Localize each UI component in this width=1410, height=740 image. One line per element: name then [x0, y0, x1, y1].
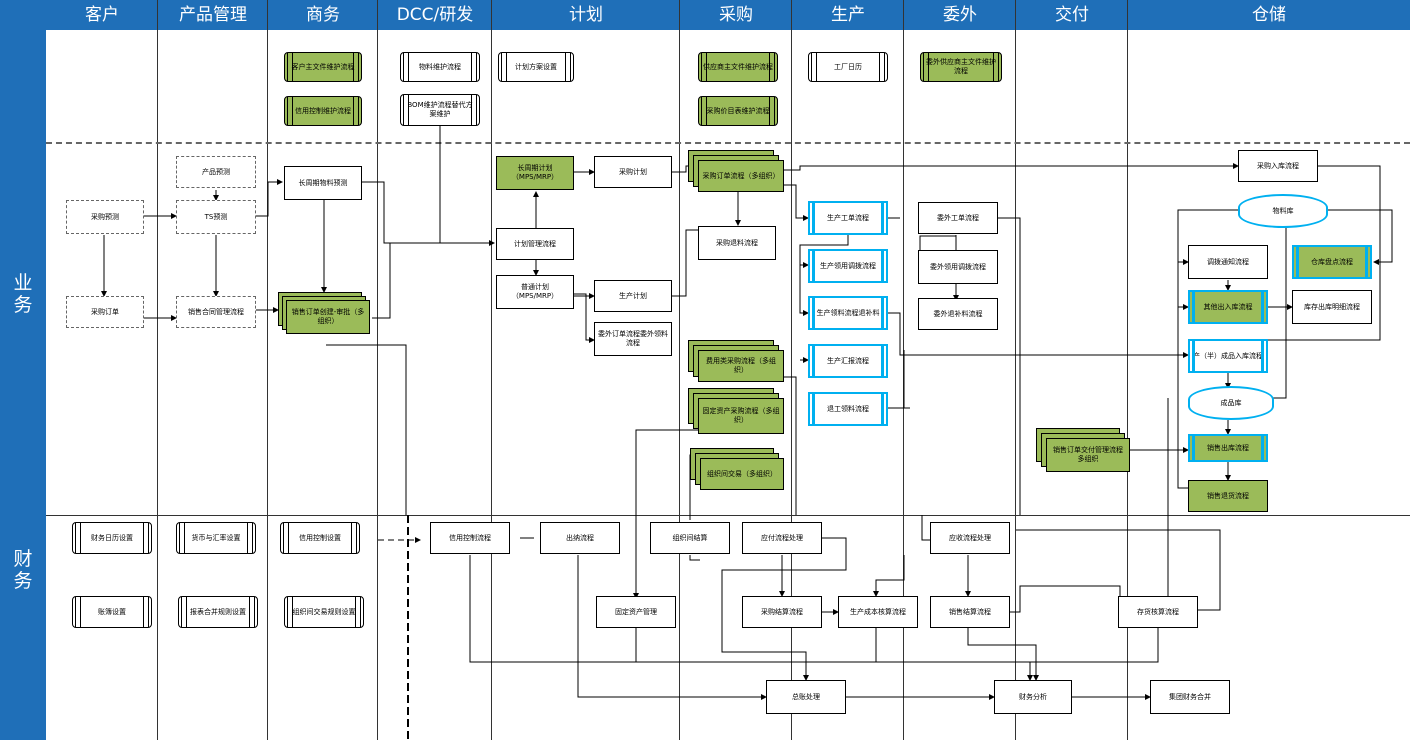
stock-outbound-detail-process[interactable]: 库存出库明细流程	[1292, 290, 1372, 324]
sales-settlement-process[interactable]: 销售结算流程	[930, 596, 1010, 628]
lane-header-bar	[0, 0, 1410, 30]
expense-purchase-process[interactable]: 费用类采购流程（多组织）	[698, 350, 784, 382]
bom-maint-process[interactable]: BOM维护流程替代方案维护	[400, 94, 480, 126]
inventory-accounting-process[interactable]: 存货核算流程	[1118, 596, 1198, 628]
production-report-process[interactable]: 生产汇报流程	[808, 344, 888, 378]
fixed-asset-management[interactable]: 固定资产管理	[596, 596, 676, 628]
sales-order-review-stack: 销售订单创建-审批（多组织）	[278, 292, 372, 336]
production-cost-accounting[interactable]: 生产成本核算流程	[838, 596, 918, 628]
credit-control-setup[interactable]: 信用控制设置	[280, 522, 360, 554]
production-return-process[interactable]: 生产领料流程退补料	[808, 296, 888, 330]
section-finance-label: 财 务	[13, 548, 33, 592]
inter-org-rules-setup[interactable]: 组织间交易规则设置	[284, 596, 364, 628]
section-side-bar	[0, 30, 46, 740]
inter-org-trade-stack: 组织间交易（多组织）	[690, 448, 786, 490]
customer-master-process[interactable]: 客户主文件维护流程	[284, 52, 362, 82]
currency-rate-setup[interactable]: 货币与汇率设置	[176, 522, 256, 554]
other-in-out-process[interactable]: 其他出入库流程	[1188, 290, 1268, 324]
group-consolidation[interactable]: 集团财务合并	[1150, 680, 1230, 714]
cashier-process[interactable]: 出纳流程	[540, 522, 620, 554]
financial-analysis[interactable]: 财务分析	[994, 680, 1072, 714]
purchase-settlement-process[interactable]: 采购结算流程	[742, 596, 822, 628]
sales-delivery-mgmt-process[interactable]: 销售订单交付管理流程多组织	[1046, 438, 1130, 472]
lane-warehouse: 仓储	[1252, 5, 1286, 25]
plan-management-process[interactable]: 计划管理流程	[496, 228, 574, 260]
section-business-label: 业 务	[13, 272, 33, 316]
fixed-asset-purchase-process[interactable]: 固定资产采购流程（多组织）	[698, 398, 784, 434]
purchase-order-process[interactable]: 采购订单流程（多组织）	[698, 160, 784, 192]
customer-purchase-order[interactable]: 采购订单	[66, 296, 144, 328]
lane-divider	[377, 0, 378, 740]
credit-control-process[interactable]: 信用控制流程	[430, 522, 510, 554]
plan-config-process[interactable]: 计划方案设置	[498, 52, 574, 82]
receivable-process[interactable]: 应收流程处理	[930, 522, 1010, 554]
lane-production: 生产	[831, 5, 865, 25]
lane-divider	[157, 0, 158, 740]
raw-material-store[interactable]: 物料库	[1238, 194, 1328, 228]
material-maint-process[interactable]: 物料维护流程	[400, 52, 480, 82]
master-data-divider	[46, 142, 1410, 144]
long-cycle-material-forecast[interactable]: 长周期物料预测	[284, 166, 362, 200]
vendor-master-process[interactable]: 供应商主文件维护流程	[698, 52, 778, 82]
lane-planning: 计划	[569, 5, 603, 25]
normal-plan[interactable]: 普通计划（MPS/MRP）	[496, 275, 574, 309]
ledger-setup[interactable]: 账簿设置	[72, 596, 152, 628]
po-process-stack: 采购订单流程（多组织）	[688, 150, 786, 192]
inter-org-trade-process[interactable]: 组织间交易（多组织）	[700, 458, 784, 490]
lane-outsourcing: 委外	[943, 5, 977, 25]
sales-outbound-process[interactable]: 销售出库流程	[1188, 434, 1268, 462]
lane-divider	[791, 0, 792, 740]
payable-process[interactable]: 应付流程处理	[742, 522, 822, 554]
credit-control-maint-process[interactable]: 信用控制维护流程	[284, 96, 362, 126]
lane-divider	[267, 0, 268, 740]
product-forecast[interactable]: 产品预测	[176, 156, 256, 188]
lane-divider	[679, 0, 680, 740]
factory-calendar-process[interactable]: 工厂日历	[808, 52, 888, 82]
rework-return-process[interactable]: 退工领料流程	[808, 392, 888, 426]
finished-goods-store[interactable]: 成品库	[1188, 386, 1274, 420]
outsource-return-process[interactable]: 委外退补料流程	[918, 298, 998, 330]
lane-delivery: 交付	[1055, 5, 1089, 25]
fixed-asset-purchase-stack: 固定资产采购流程（多组织）	[688, 388, 786, 434]
production-plan[interactable]: 生产计划	[594, 280, 672, 312]
sales-order-review-process[interactable]: 销售订单创建-审批（多组织）	[286, 300, 370, 334]
transfer-notice-process[interactable]: 调拨通知流程	[1188, 245, 1268, 279]
outsource-order-plan[interactable]: 委外订单流程委外领料流程	[594, 322, 672, 356]
section-divider	[46, 515, 1410, 516]
purchase-plan[interactable]: 采购计划	[594, 156, 672, 188]
sales-delivery-stack: 销售订单交付管理流程多组织	[1036, 428, 1130, 472]
outsource-work-order-process[interactable]: 委外工单流程	[918, 202, 998, 234]
sales-return-process[interactable]: 销售退货流程	[1188, 480, 1268, 512]
sales-contract-process[interactable]: 销售合同管理流程	[176, 296, 256, 328]
lane-dcc-rd: DCC/研发	[396, 5, 474, 25]
outsource-vendor-master-process[interactable]: 委外供应商主文件维护流程	[920, 52, 1002, 82]
purchase-return-process[interactable]: 采购退料流程	[698, 226, 776, 260]
purchase-receipt-process[interactable]: 采购入库流程	[1238, 150, 1318, 182]
production-issue-adjust-process[interactable]: 生产领用调拨流程	[808, 249, 888, 283]
procurement-forecast[interactable]: 采购预测	[66, 200, 144, 234]
inventory-check-process[interactable]: 仓库盘点流程	[1292, 245, 1372, 279]
lane-purchasing: 采购	[719, 5, 753, 25]
fiscal-calendar-setup[interactable]: 财务日历设置	[72, 522, 152, 554]
lane-divider	[491, 0, 492, 740]
outsource-issue-process[interactable]: 委外领用调拨流程	[918, 250, 998, 284]
consolidation-rules-setup[interactable]: 报表合并规则设置	[178, 596, 258, 628]
general-ledger-process[interactable]: 总账处理	[766, 680, 846, 714]
long-cycle-plan[interactable]: 长周期计划（MPS/MRP）	[496, 156, 574, 190]
lane-product-mgmt: 产品管理	[179, 5, 247, 25]
expense-purchase-stack: 费用类采购流程（多组织）	[688, 340, 786, 382]
lane-divider	[1015, 0, 1016, 740]
lane-customer: 客户	[85, 5, 119, 25]
finished-goods-receipt-process[interactable]: 产（半）成品入库流程	[1188, 339, 1268, 373]
inter-org-settlement[interactable]: 组织间结算	[650, 522, 730, 554]
purchase-price-process[interactable]: 采购价目表维护流程	[698, 96, 778, 126]
lane-business: 商务	[306, 5, 340, 25]
ts-forecast[interactable]: TS预测	[176, 200, 256, 234]
work-order-process[interactable]: 生产工单流程	[808, 201, 888, 235]
lane-divider	[1127, 0, 1128, 740]
